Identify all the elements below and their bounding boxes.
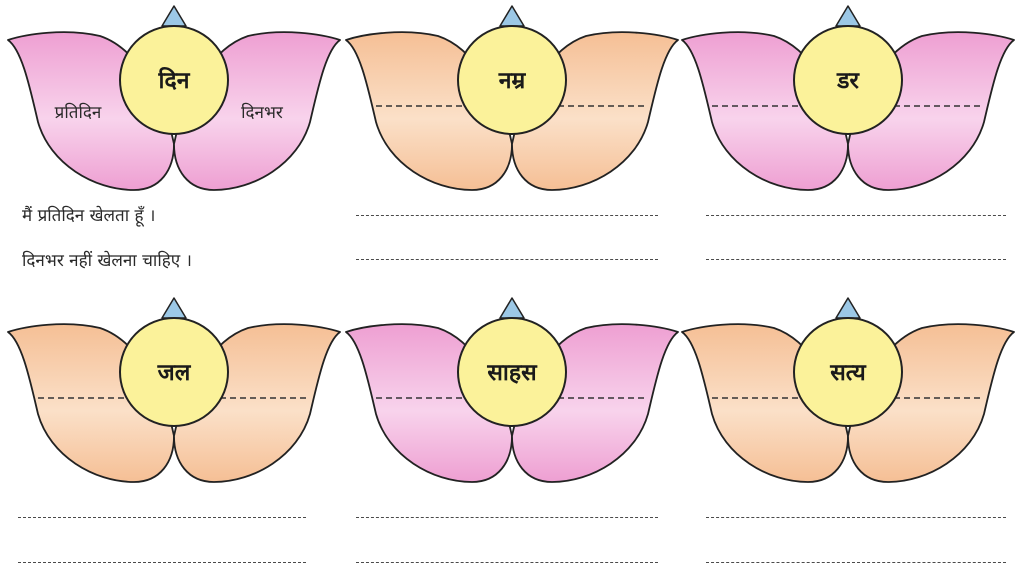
center-circle — [793, 317, 903, 427]
example-sentence-1: मैं प्रतिदिन खेलता हूँ । — [22, 206, 156, 226]
lotus-bud-icon — [835, 5, 861, 27]
answer-line-namra-1[interactable] — [356, 215, 658, 216]
lotus-flower-jal: जल — [7, 297, 341, 483]
lotus-flower-din: दिन प्रतिदिन दिनभर — [7, 5, 341, 191]
center-circle — [457, 317, 567, 427]
answer-line-dar-2[interactable] — [706, 259, 1006, 260]
lotus-flower-sahas: साहस — [345, 297, 679, 483]
lotus-bud-icon — [835, 297, 861, 319]
center-word: नम्र — [498, 68, 527, 94]
answer-line-jal-2[interactable] — [18, 562, 306, 563]
center-word: जल — [157, 360, 192, 386]
answer-line-satya-1[interactable] — [706, 517, 1006, 518]
lotus-flower-satya: सत्य — [681, 297, 1015, 483]
answer-line-sahas-2[interactable] — [356, 562, 658, 563]
answer-line-dar-1[interactable] — [706, 215, 1006, 216]
center-word: सत्य — [829, 360, 867, 386]
center-word: डर — [836, 68, 860, 94]
lotus-flower-dar: डर — [681, 5, 1015, 191]
center-circle — [793, 25, 903, 135]
answer-line-satya-2[interactable] — [706, 562, 1006, 563]
center-word: दिन — [158, 66, 191, 94]
center-word: साहस — [486, 360, 538, 386]
answer-line-namra-2[interactable] — [356, 259, 658, 260]
lotus-bud-icon — [499, 5, 525, 27]
lotus-bud-icon — [161, 5, 187, 27]
lotus-flower-namra: नम्र — [345, 5, 679, 191]
left-petal-word: प्रतिदिन — [55, 102, 102, 123]
right-petal-word: दिनभर — [241, 102, 284, 123]
answer-line-jal-1[interactable] — [18, 517, 306, 518]
center-circle — [119, 317, 229, 427]
lotus-bud-icon — [499, 297, 525, 319]
lotus-bud-icon — [161, 297, 187, 319]
example-sentence-2: दिनभर नहीं खेलना चाहिए । — [22, 251, 192, 271]
center-circle — [119, 25, 229, 135]
center-circle — [457, 25, 567, 135]
answer-line-sahas-1[interactable] — [356, 517, 658, 518]
